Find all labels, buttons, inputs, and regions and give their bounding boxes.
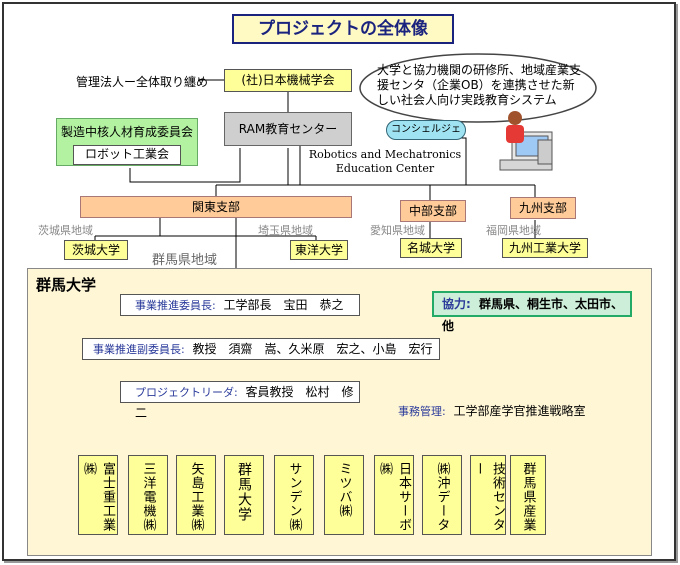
member-6: ミツバ㈱	[324, 455, 364, 535]
region-fukuoka: 福岡県地域	[486, 224, 541, 237]
member-2: 三洋電機㈱	[128, 455, 168, 535]
leader-value: 客員教授 松村 修二	[135, 385, 354, 420]
jsme-box: (社)日本機械学会	[224, 69, 352, 92]
vice-value: 教授 須齋 嵩、久米原 宏之、小島 宏行	[192, 342, 433, 356]
chair-box: 事業推進委員長: 工学部長 宝田 恭之	[120, 294, 360, 316]
member-5: サンデン㈱	[274, 455, 314, 535]
rme-line2: Education Center	[335, 162, 435, 175]
gunma-univ-title: 群馬大学	[36, 276, 97, 294]
rme-line1: Robotics and Mechatronics	[308, 148, 462, 161]
univ-ibaraki: 茨城大学	[64, 240, 128, 260]
member-10: 群馬県産業	[510, 455, 546, 535]
concierge-badge: コンシェルジェ	[386, 120, 466, 140]
branch-kyushu: 九州支部	[510, 197, 576, 219]
rme-label: Robotics and Mechatronics Education Cent…	[306, 148, 464, 176]
member-1: 富士重工業㈱	[78, 455, 118, 535]
member-4: 群馬大学	[224, 455, 264, 535]
vice-box: 事業推進副委員長: 教授 須齋 嵩、久米原 宏之、小島 宏行	[82, 338, 440, 360]
region-gunma: 群馬県地域	[152, 253, 218, 268]
member-7: 日本サーボ㈱	[374, 455, 414, 535]
cooperation-key: 協力:	[442, 297, 471, 311]
region-ibaraki: 茨城県地域	[38, 224, 93, 237]
univ-kyutech: 九州工業大学	[502, 238, 588, 258]
office-box: 事務管理: 工学部産学官推進戦略室	[390, 402, 640, 422]
office-value: 工学部産学官推進戦略室	[453, 404, 586, 418]
person-icon	[506, 111, 524, 143]
univ-toyo: 東洋大学	[290, 240, 348, 260]
robot-assoc-box: ロボット工業会	[73, 145, 181, 165]
committee-label: 製造中核人材育成委員会	[60, 125, 193, 139]
branch-chubu: 中部支部	[400, 200, 466, 222]
cloud-shape	[359, 53, 597, 123]
branch-kanto: 関東支部	[80, 196, 352, 218]
vice-key: 事業推進副委員長:	[93, 343, 185, 356]
cooperation-value: 群馬県、桐生市、太田市、他	[442, 297, 624, 333]
cooperation-box: 協力: 群馬県、桐生市、太田市、他	[432, 291, 632, 333]
member-9: 技術センター	[470, 455, 506, 535]
region-saitama: 埼玉県地域	[258, 224, 313, 237]
committee-box: 製造中核人材育成委員会 ロボット工業会	[56, 118, 198, 166]
office-key: 事務管理:	[398, 405, 446, 418]
chair-key: 事業推進委員長:	[135, 299, 216, 312]
region-aichi: 愛知県地域	[370, 224, 425, 237]
member-8: ㈱沖データ	[422, 455, 462, 535]
page-title: プロジェクトの全体像	[232, 14, 454, 44]
univ-meijo: 名城大学	[400, 238, 462, 258]
leader-box: プロジェクトリーダ: 客員教授 松村 修二	[120, 381, 360, 420]
leader-key: プロジェクトリーダ:	[135, 386, 238, 399]
chair-value: 工学部長 宝田 恭之	[223, 298, 344, 312]
management-label: 管理法人ー全体取り纏め	[76, 75, 209, 89]
ram-center-box: RAM教育センター	[224, 112, 352, 146]
member-3: 矢島工業㈱	[176, 455, 216, 535]
cloud-text: 大学と協力機関の研修所、地域産業支援センタ（企業OB）を連携させた新しい社会人向…	[377, 63, 582, 107]
